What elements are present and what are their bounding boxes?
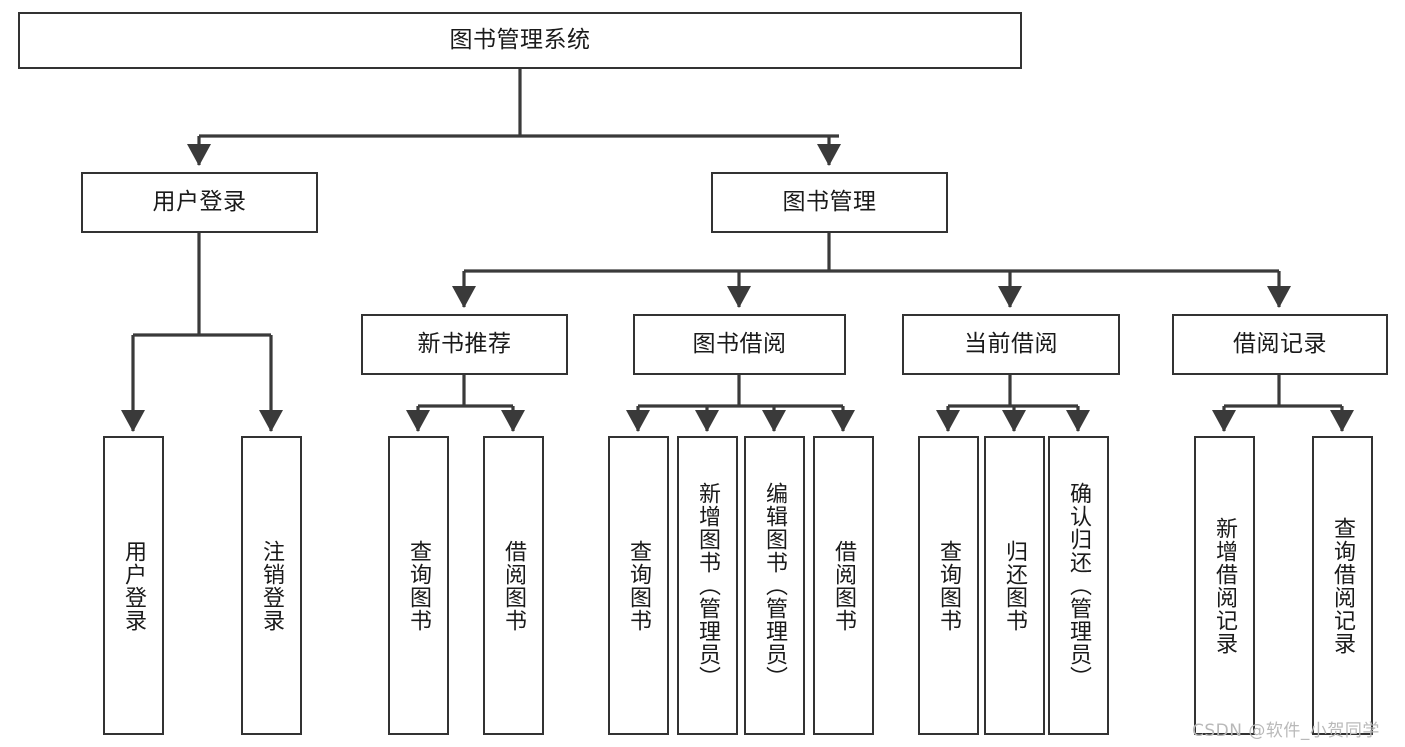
node-book-borrow[interactable]: 图书借阅 bbox=[633, 314, 846, 375]
node-borrow-record[interactable]: 借阅记录 bbox=[1172, 314, 1388, 375]
node-root-system[interactable]: 图书管理系统 bbox=[18, 12, 1022, 69]
node-label: 借阅记录 bbox=[1233, 330, 1327, 357]
node-label: 查询图书 bbox=[406, 539, 432, 632]
node-user-login[interactable]: 用户登录 bbox=[81, 172, 318, 233]
node-label: 图书管理 bbox=[782, 188, 877, 215]
node-label: 用户登录 bbox=[152, 188, 247, 215]
csdn-watermark: CSDN @软件_小贺同学 bbox=[1192, 721, 1380, 741]
leaf-current-borrow-return[interactable]: 归还图书 bbox=[984, 436, 1045, 735]
node-new-book-recommend[interactable]: 新书推荐 bbox=[361, 314, 568, 375]
node-label: 新增借阅记录 bbox=[1212, 516, 1238, 655]
node-label: 确认归还（管理员） bbox=[1066, 482, 1092, 689]
node-label: 注销登录 bbox=[259, 539, 285, 632]
leaf-book-borrow-query[interactable]: 查询图书 bbox=[608, 436, 669, 735]
node-label: 查询图书 bbox=[936, 539, 962, 632]
leaf-new-book-borrow[interactable]: 借阅图书 bbox=[483, 436, 544, 735]
leaf-book-borrow-add[interactable]: 新增图书（管理员） bbox=[677, 436, 738, 735]
node-label: 新增图书（管理员） bbox=[695, 482, 721, 689]
leaf-user-login-logout[interactable]: 注销登录 bbox=[241, 436, 302, 735]
node-label: 借阅图书 bbox=[831, 539, 857, 632]
node-label: 新书推荐 bbox=[417, 330, 512, 357]
node-label: 借阅图书 bbox=[501, 539, 527, 632]
node-book-management[interactable]: 图书管理 bbox=[711, 172, 948, 233]
node-label: 图书借阅 bbox=[692, 330, 787, 357]
leaf-borrow-record-query[interactable]: 查询借阅记录 bbox=[1312, 436, 1373, 735]
node-label: 查询借阅记录 bbox=[1330, 516, 1356, 655]
leaf-borrow-record-add[interactable]: 新增借阅记录 bbox=[1194, 436, 1255, 735]
node-label: 用户登录 bbox=[121, 539, 147, 632]
node-label: 归还图书 bbox=[1002, 539, 1028, 632]
leaf-book-borrow-edit[interactable]: 编辑图书（管理员） bbox=[744, 436, 805, 735]
node-label: 图书管理系统 bbox=[449, 26, 591, 53]
node-current-borrow[interactable]: 当前借阅 bbox=[902, 314, 1120, 375]
leaf-current-borrow-query[interactable]: 查询图书 bbox=[918, 436, 979, 735]
leaf-user-login-login[interactable]: 用户登录 bbox=[103, 436, 164, 735]
node-label: 编辑图书（管理员） bbox=[762, 482, 788, 689]
leaf-current-borrow-confirm-return[interactable]: 确认归还（管理员） bbox=[1048, 436, 1109, 735]
node-label: 查询图书 bbox=[626, 539, 652, 632]
leaf-book-borrow-borrow[interactable]: 借阅图书 bbox=[813, 436, 874, 735]
leaf-new-book-query[interactable]: 查询图书 bbox=[388, 436, 449, 735]
node-label: 当前借阅 bbox=[964, 330, 1058, 357]
